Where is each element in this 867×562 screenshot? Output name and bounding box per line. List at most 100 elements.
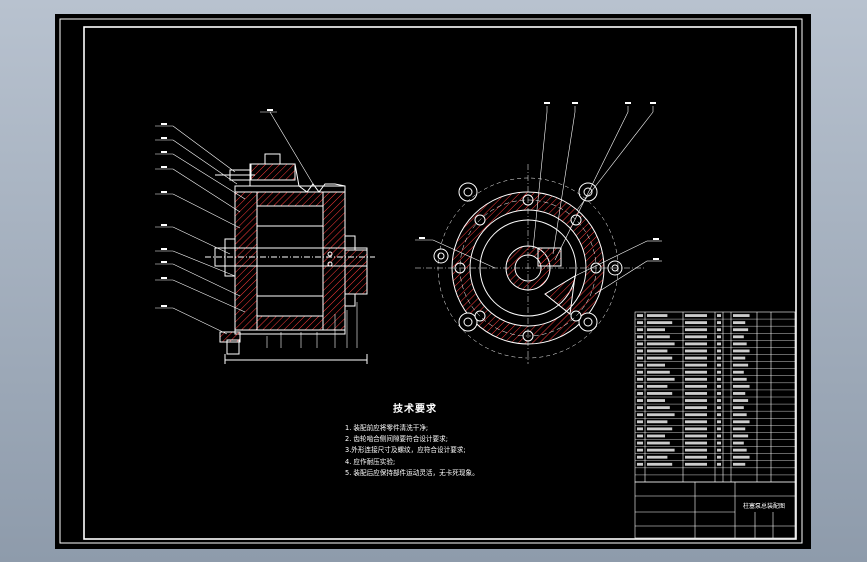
parts-cell-glyph [717, 434, 721, 438]
parts-cell-glyph [685, 406, 707, 410]
parts-cell-glyph [637, 399, 643, 402]
parts-cell-glyph [733, 420, 750, 424]
requirement-5: 5. 装配后应保持部件运动灵活，无卡死现象。 [345, 468, 479, 477]
parts-cell-glyph [733, 448, 747, 452]
parts-cell-glyph [647, 455, 668, 459]
technical-requirements-title: 技术要求 [393, 404, 437, 415]
parts-cell-glyph [647, 420, 668, 424]
parts-cell-glyph [733, 321, 746, 325]
assembly-drawing [59, 18, 803, 544]
parts-cell-glyph [733, 356, 746, 360]
parts-cell-glyph [637, 342, 643, 346]
parts-cell-glyph [637, 335, 643, 339]
parts-cell-glyph [733, 462, 746, 466]
technical-requirements: 技术要求 1. 装配前应将零件清洗干净; 2. 齿轮啮合侧间隙要符合设计要求; … [345, 400, 605, 479]
parts-cell-glyph [685, 314, 707, 317]
parts-cell-glyph [685, 363, 707, 367]
parts-cell-glyph [637, 349, 643, 353]
parts-cell-glyph [685, 420, 707, 424]
parts-cell-glyph [733, 455, 750, 459]
inner-frame [83, 26, 797, 540]
requirement-3: 3.外形连接尺寸及螺纹，应符合设计要求; [345, 446, 466, 455]
parts-cell-glyph [717, 448, 721, 452]
parts-cell-glyph [733, 363, 749, 367]
parts-cell-glyph [685, 384, 707, 388]
parts-cell-glyph [733, 406, 744, 410]
parts-cell-glyph [685, 399, 707, 402]
parts-cell-glyph [685, 441, 707, 445]
parts-cell-glyph [733, 399, 749, 402]
parts-cell-glyph [733, 377, 747, 381]
parts-cell-glyph [685, 434, 707, 438]
parts-cell-glyph [685, 392, 707, 395]
parts-cell-glyph [717, 349, 721, 353]
parts-cell-glyph [733, 413, 747, 417]
parts-cell-glyph [733, 314, 750, 317]
parts-cell-glyph [685, 356, 707, 360]
parts-cell-glyph [717, 413, 721, 417]
parts-cell-glyph [717, 427, 721, 431]
parts-cell-glyph [637, 321, 643, 325]
parts-cell-glyph [637, 413, 643, 417]
parts-cell-glyph [647, 328, 665, 332]
cad-viewport[interactable]: 技术要求 1. 装配前应将零件清洗干净; 2. 齿轮啮合侧间隙要符合设计要求; … [55, 14, 811, 549]
parts-cell-glyph [647, 314, 668, 317]
parts-cell-glyph [717, 370, 721, 374]
parts-cell-glyph [637, 455, 643, 459]
parts-cell-glyph [717, 392, 721, 395]
parts-cell-glyph [717, 399, 721, 402]
parts-cell-glyph [717, 406, 721, 410]
parts-cell-glyph [733, 427, 746, 431]
parts-cell-glyph [647, 335, 670, 339]
parts-cell-glyph [637, 377, 643, 381]
end-view [415, 164, 645, 364]
parts-cell-glyph [685, 321, 707, 325]
parts-cell-glyph [685, 455, 707, 459]
parts-cell-glyph [637, 328, 643, 332]
parts-cell-glyph [637, 434, 643, 438]
parts-cell-glyph [637, 427, 643, 431]
parts-cell-glyph [647, 363, 665, 367]
parts-cell-glyph [717, 455, 721, 459]
parts-cell-glyph [717, 377, 721, 381]
parts-cell-glyph [733, 328, 749, 332]
parts-cell-glyph [717, 321, 721, 325]
requirement-1: 1. 装配前应将零件清洗干净; [345, 424, 429, 432]
parts-cell-glyph [717, 328, 721, 332]
parts-cell-glyph [637, 406, 643, 410]
requirement-4: 4. 应作耐压实验; [345, 457, 396, 466]
parts-cell-glyph [647, 427, 673, 431]
parts-list-rows [635, 318, 795, 476]
parts-cell-glyph [685, 377, 707, 381]
parts-cell-glyph [637, 363, 643, 367]
parts-cell-glyph [637, 441, 643, 445]
parts-cell-glyph [717, 363, 721, 367]
parts-cell-glyph [685, 462, 707, 466]
parts-cell-glyph [685, 413, 707, 417]
parts-cell-glyph [637, 392, 643, 395]
parts-cell-glyph [647, 370, 670, 374]
parts-cell-glyph [685, 427, 707, 431]
parts-cell-glyph [685, 335, 707, 339]
parts-cell-glyph [637, 314, 643, 317]
parts-cell-glyph [733, 384, 750, 388]
section-leaders [155, 111, 358, 348]
parts-cell-glyph [637, 370, 643, 374]
parts-cell-glyph [733, 434, 749, 438]
parts-cell-glyph [637, 462, 643, 466]
parts-cell-glyph [685, 342, 707, 346]
end-view-leader-tags [419, 102, 659, 260]
parts-cell-glyph [647, 462, 673, 466]
requirement-2: 2. 齿轮啮合侧间隙要符合设计要求; [345, 435, 448, 444]
parts-cell-glyph [717, 420, 721, 424]
parts-cell-glyph [637, 420, 643, 424]
parts-cell-glyph [733, 441, 744, 445]
parts-cell-glyph [647, 321, 673, 325]
parts-cell-glyph [637, 356, 643, 360]
parts-cell-glyph [717, 335, 721, 339]
parts-cell-glyph [733, 370, 744, 374]
parts-cell-glyph [733, 342, 747, 346]
parts-cell-glyph [647, 413, 675, 417]
outer-frame [59, 18, 803, 544]
parts-cell-glyph [717, 441, 721, 445]
